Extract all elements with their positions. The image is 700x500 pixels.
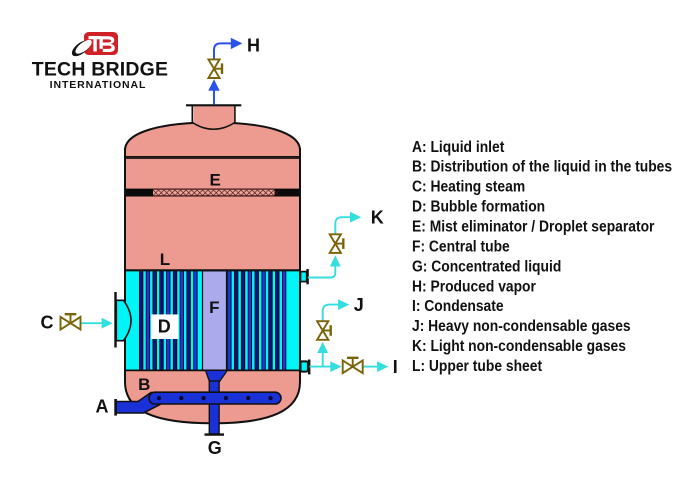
svg-text:L: L xyxy=(160,250,170,269)
svg-text:INTERNATIONAL: INTERNATIONAL xyxy=(50,79,147,91)
svg-text:E: E xyxy=(210,171,221,190)
svg-text:K: Light non-condensable gases: K: Light non-condensable gases xyxy=(412,338,626,355)
svg-text:J: Heavy non-condensable gases: J: Heavy non-condensable gases xyxy=(412,319,631,336)
svg-text:E: Mist eliminator / Droplet s: E: Mist eliminator / Droplet separator xyxy=(412,219,655,236)
svg-text:TECH BRIDGE: TECH BRIDGE xyxy=(32,59,169,81)
svg-text:F: Central tube: F: Central tube xyxy=(412,239,510,256)
svg-text:H: H xyxy=(247,36,260,56)
svg-text:G: G xyxy=(208,438,222,458)
svg-text:G: Concentrated liquid: G: Concentrated liquid xyxy=(412,259,561,276)
svg-text:L: Upper tube sheet: L: Upper tube sheet xyxy=(412,358,542,375)
svg-text:F: F xyxy=(209,298,219,317)
svg-text:I: Condensate: I: Condensate xyxy=(412,299,504,316)
svg-text:B: B xyxy=(138,375,150,394)
svg-text:D: D xyxy=(158,317,171,337)
svg-text:J: J xyxy=(354,295,364,315)
svg-text:D: Bubble formation: D: Bubble formation xyxy=(412,199,545,216)
svg-text:H: Produced vapor: H: Produced vapor xyxy=(412,279,536,296)
svg-text:I: I xyxy=(393,357,398,377)
svg-text:B: Distribution of the liquid: B: Distribution of the liquid in the tub… xyxy=(412,159,672,176)
svg-text:A: A xyxy=(96,396,109,416)
svg-text:K: K xyxy=(371,207,384,227)
svg-text:A: Liquid inlet: A: Liquid inlet xyxy=(412,139,504,156)
svg-text:C: C xyxy=(41,313,54,333)
svg-text:C: Heating steam: C: Heating steam xyxy=(412,179,525,196)
